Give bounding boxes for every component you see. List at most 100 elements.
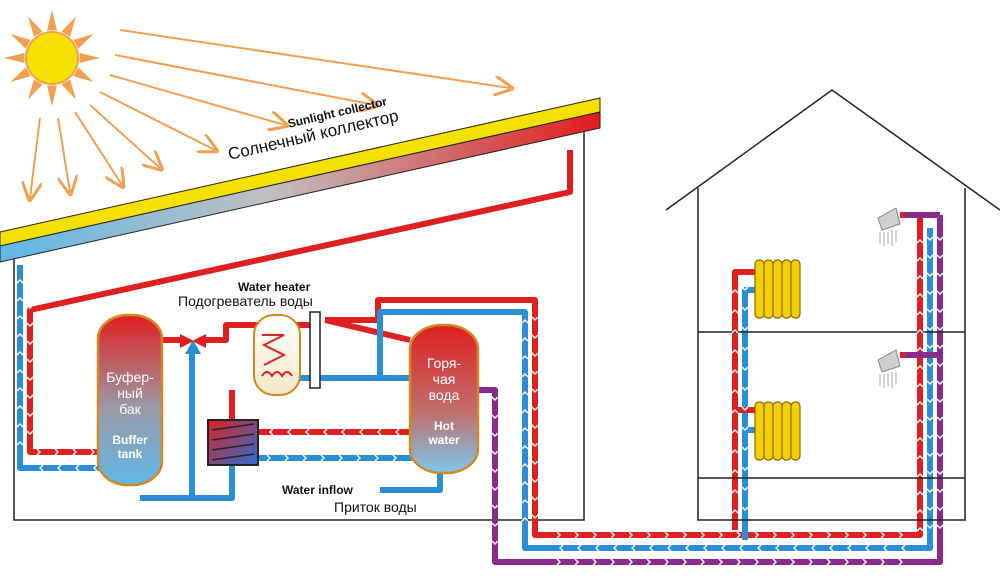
flow-chevron [808,558,813,566]
flow-chevron [936,488,944,493]
flow-chevron [916,527,924,532]
flow-chevron [916,293,924,298]
flow-chevron [36,448,41,456]
flow-chevron [936,344,944,349]
flow-chevron [772,531,777,539]
flow-chevron [926,344,934,349]
inflow-label-ru: Приток воды [334,499,417,515]
flow-chevron [26,394,34,399]
flow-chevron [16,369,24,374]
flow-chevron [731,429,739,434]
flow-chevron [926,434,934,439]
hot-label-ru-1: Горя- [427,355,462,371]
flow-chevron [667,544,672,552]
flow-chevron [521,517,529,522]
flow-chevron [703,544,708,552]
flow-chevron [731,449,739,454]
flow-chevron [284,454,289,462]
flow-chevron [646,558,651,566]
water-heater [253,311,321,396]
flow-chevron [790,558,795,566]
flow-chevron [936,308,944,313]
flow-chevron [26,340,34,345]
flow-chevron [936,416,944,421]
flow-chevron [359,428,364,436]
heater-label-ru: Подогреватель воды [178,293,313,309]
radiator-section [790,259,801,319]
flow-chevron [57,464,62,472]
flow-chevron [16,297,24,302]
flow-chevron [628,531,633,539]
flow-chevron [631,544,636,552]
flow-chevron [16,351,24,356]
flow-chevron [926,236,934,241]
flow-chevron [739,544,744,552]
flow-chevron [790,531,795,539]
radiator-section [781,259,792,319]
flow-chevron [287,428,292,436]
flow-chevron [521,463,529,468]
shower-icon [877,349,901,388]
flow-chevron [491,522,499,527]
flow-chevron [16,333,24,338]
flow-chevron [16,441,24,446]
flow-chevron [491,540,499,545]
flow-chevron [936,362,944,367]
flow-chevron [320,454,325,462]
flow-chevron [700,531,705,539]
flow-chevron [916,437,924,442]
flow-chevron [531,514,539,519]
flow-chevron [731,489,739,494]
sun-ray [10,67,31,82]
flow-chevron [936,524,944,529]
flow-chevron [392,454,397,462]
flow-chevron [898,558,903,566]
flow-chevron [936,470,944,475]
hot-label-ru-3: вода [429,387,460,403]
flow-chevron [862,531,867,539]
left-building [13,128,585,521]
flow-chevron [16,423,24,428]
flow-chevron [847,544,852,552]
radiator-section [772,259,783,319]
flow-chevron [649,544,654,552]
flow-chevron [491,414,499,419]
flow-chevron [72,448,77,456]
inflow-label-en: Water inflow [282,483,354,497]
radiator-section [790,401,801,461]
sun-ray [46,10,58,31]
flow-chevron [628,558,633,566]
flow-chevron [731,469,739,474]
flow-chevron [916,275,924,280]
flow-chevron [936,254,944,259]
flow-chevron [926,506,934,511]
flow-chevron [880,558,885,566]
flow-chevron [916,401,924,406]
radiator-icon [754,259,801,319]
flow-chevron [521,337,529,342]
flow-chevron [531,424,539,429]
buffer-label-ru-3: бак [119,401,141,417]
flow-chevron [26,358,34,363]
flow-chevron [731,409,739,414]
radiator-section [754,259,765,319]
flow-chevron [491,396,499,401]
buffer-label-en-1: Buffer [112,433,148,447]
flow-chevron [926,524,934,529]
flow-chevron [531,370,539,375]
left-pipes [17,150,943,565]
flow-chevron [531,316,539,321]
flow-chevron [916,383,924,388]
flow-chevron [741,346,749,351]
flow-chevron [531,496,539,501]
buffer-label-ru-2: ный [117,385,143,401]
hot-label-ru-2: чая [433,371,456,387]
flow-chevron [736,531,741,539]
flow-chevron [731,509,739,514]
flow-chevron [883,544,888,552]
flow-chevron [521,319,529,324]
flow-chevron [936,434,944,439]
flow-chevron [574,558,579,566]
sun-ray [28,79,43,100]
